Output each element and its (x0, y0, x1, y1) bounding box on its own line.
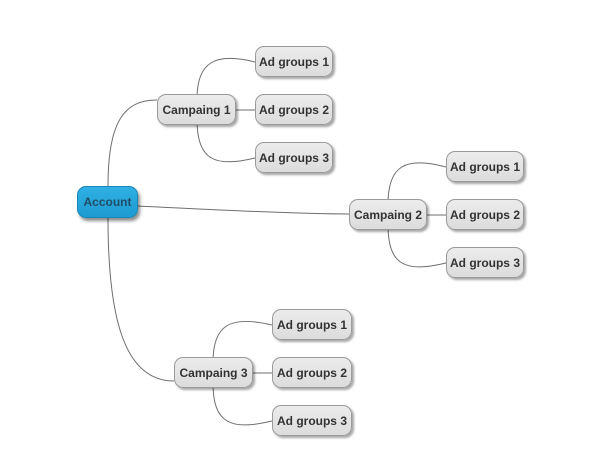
campaign-1-node[interactable]: Campaing 1 (157, 94, 236, 125)
connector-account-campaign-2 (137, 205, 350, 215)
campaign-1-adgroup-1-node[interactable]: Ad groups 1 (255, 46, 333, 77)
campaign-2-adgroup-1-node[interactable]: Ad groups 1 (446, 151, 524, 182)
campaign-3-node[interactable]: Campaing 3 (174, 357, 253, 388)
campaign-1-adgroup-2-node[interactable]: Ad groups 2 (255, 94, 333, 125)
connector-campaign-2-adgroup-1 (387, 162, 447, 205)
account-node[interactable]: Account (77, 186, 138, 218)
connector-campaign-2-adgroup-3 (387, 224, 447, 268)
campaign-2-adgroup-3-node[interactable]: Ad groups 3 (446, 247, 524, 278)
campaign-1-adgroup-3-node[interactable]: Ad groups 3 (255, 142, 333, 173)
connector-campaign-3-adgroup-1 (212, 320, 273, 363)
connector-campaign-1-adgroup-1 (196, 57, 256, 100)
campaign-2-node[interactable]: Campaing 2 (349, 199, 427, 230)
connector-campaign-3-adgroup-3 (212, 382, 273, 426)
campaign-3-adgroup-3-node[interactable]: Ad groups 3 (272, 405, 352, 436)
campaign-3-adgroup-1-node[interactable]: Ad groups 1 (272, 309, 352, 340)
connector-campaign-1-adgroup-3 (196, 119, 256, 163)
campaign-2-adgroup-2-node[interactable]: Ad groups 2 (446, 199, 524, 230)
connector-account-campaign-3 (107, 217, 175, 382)
campaign-3-adgroup-2-node[interactable]: Ad groups 2 (272, 357, 352, 388)
connector-account-campaign-1 (107, 99, 158, 187)
